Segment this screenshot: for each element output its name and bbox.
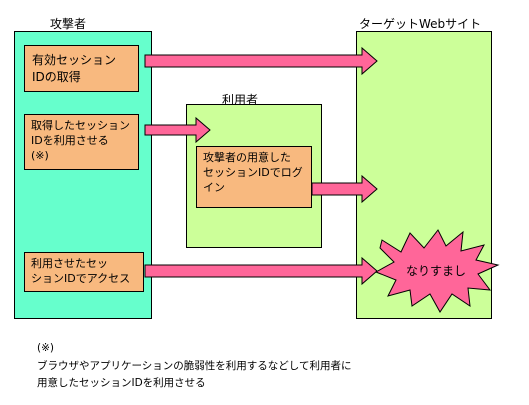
footnote-text: ブラウザやアプリケーションの脆弱性を利用するなどして利用者に 用意したセッション… (37, 360, 352, 389)
step-access-with-session-id: 利用させたセッ ションIDでアクセス (24, 252, 144, 292)
step-get-session-id: 有効セッション IDの取得 (24, 45, 139, 92)
impersonation-label: なりすまし (406, 264, 467, 278)
user-label: 利用者 (222, 93, 259, 107)
attacker-label: 攻撃者 (50, 17, 87, 31)
footnote-mark: (※) (37, 342, 54, 354)
step-user-login: 攻撃者の用意した セッションIDでログ イン (196, 146, 312, 208)
impersonation-burst (374, 229, 500, 313)
arrow-make-user-use (144, 116, 211, 144)
arrow-user-login (311, 174, 378, 204)
arrow-access (144, 256, 378, 286)
target-site-label: ターゲットWebサイト (359, 17, 482, 31)
step-make-user-use-session-id: 取得したセッション IDを利用させる (※) (24, 114, 139, 170)
arrow-get-session (144, 46, 378, 76)
